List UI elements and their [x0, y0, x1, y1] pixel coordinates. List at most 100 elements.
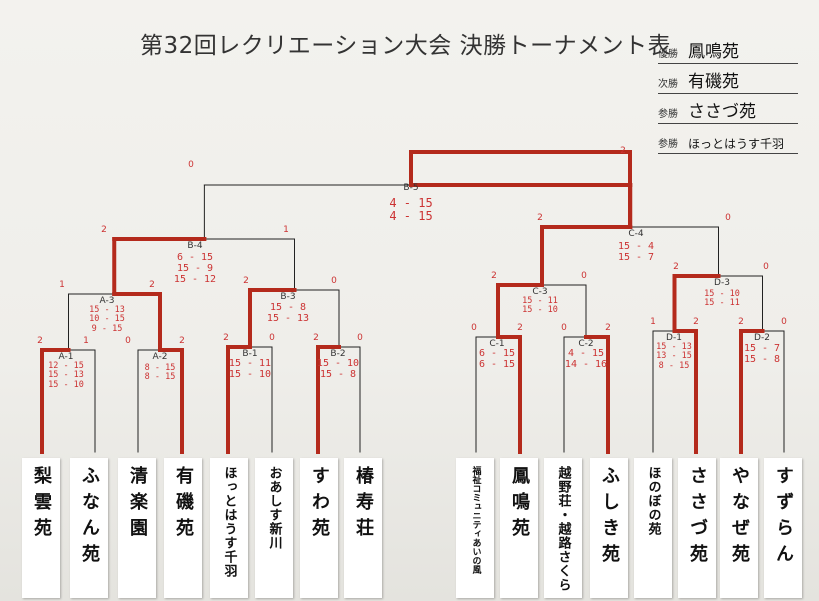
team-card: やなぜ苑: [720, 458, 758, 598]
set-wins-right-C-3: 0: [581, 271, 587, 281]
team-card: ほのぼの苑: [634, 458, 672, 598]
team-name: 鳳鳴苑: [509, 466, 530, 544]
set-wins-left-B-1: 2: [223, 333, 229, 343]
team-card: 清楽園: [118, 458, 156, 598]
set-wins-right-D-3: 0: [763, 262, 769, 272]
result-row-runner-up: 次勝 有磯苑: [658, 66, 798, 94]
match-label-B-1: B-1: [242, 349, 258, 359]
result-row-third-2: 参勝 ほっとはうす千羽: [658, 126, 798, 154]
score-line: 15 - 11: [228, 358, 272, 369]
score-line: 15 - 13: [89, 305, 125, 315]
score-line: 15 - 10: [704, 289, 740, 299]
result-row-champion: 優勝 鳳鳴苑: [658, 36, 798, 64]
set-wins-left-A-3: 1: [59, 280, 65, 290]
team-name: 福祉コミュニティあいの風: [470, 466, 481, 574]
match-label-C-4: C-4: [628, 229, 644, 239]
page-title: 第32回レクリエーション大会 決勝トーナメント表: [140, 33, 672, 59]
match-label-A-3: A-3: [99, 296, 115, 306]
set-wins-left-D-1: 1: [650, 317, 656, 327]
team-name: 有磯苑: [173, 466, 194, 544]
team-card: ふしき苑: [590, 458, 628, 598]
score-line: 4 - 15: [389, 209, 433, 224]
team-name: 椿寿荘: [353, 466, 374, 544]
score-line: 15 - 10: [48, 379, 84, 390]
result-name: ほっとはうす千羽: [688, 137, 785, 151]
score-line: 15 - 13: [266, 313, 310, 324]
set-wins-right-C-1: 2: [517, 323, 523, 333]
set-wins-left-C-3: 2: [491, 271, 497, 281]
team-name: すわ苑: [309, 466, 330, 544]
set-wins-left-A-2: 0: [125, 336, 131, 346]
set-wins-right-B-1: 0: [269, 333, 275, 343]
set-wins-right-C-4: 0: [725, 213, 731, 223]
set-wins-left-C-1: 0: [471, 323, 477, 333]
score-line: 15 - 11: [704, 298, 740, 309]
score-line: 6 - 15: [478, 348, 516, 359]
team-card: ほっとはうす千羽: [210, 458, 248, 598]
score-line: 15 - 8: [743, 354, 781, 365]
score-line: 15 - 11: [522, 296, 558, 306]
set-wins-left-B-4: 2: [101, 225, 107, 235]
team-card: すわ苑: [300, 458, 338, 598]
score-line: 15 - 7: [617, 252, 655, 263]
team-name: おあしす新川: [266, 466, 282, 550]
set-wins-right-D-1: 2: [693, 317, 699, 327]
result-name: 有磯苑: [688, 72, 739, 92]
team-name: 清楽園: [127, 466, 148, 544]
match-label-C-3: C-3: [532, 287, 548, 297]
set-wins-right-B-4: 1: [283, 225, 289, 235]
score-line: 15 - 7: [743, 343, 781, 354]
team-name: 越野荘・越路さくら: [555, 466, 571, 592]
score-line: 15 - 4: [617, 241, 655, 252]
team-card: 鳳鳴苑: [500, 458, 538, 598]
set-wins-left-B-3: 2: [243, 276, 249, 286]
score-line: 15 - 8: [319, 369, 357, 380]
set-wins-left-D-2: 2: [738, 317, 744, 327]
result-label: 優勝: [658, 49, 678, 60]
score-line: 8 - 15: [144, 372, 176, 383]
score-line: 4 - 15: [567, 348, 605, 359]
score-line: 15 - 8: [269, 302, 307, 313]
set-wins-right-B-3: 0: [331, 276, 337, 286]
match-label-B-3: B-3: [280, 292, 296, 302]
match-label-A-1: A-1: [58, 352, 74, 362]
score-line: 6 - 15: [478, 359, 516, 370]
team-name: 梨雲苑: [31, 466, 52, 544]
team-name: ほっとはうす千羽: [221, 466, 237, 578]
score-line: 13 - 15: [656, 351, 692, 362]
set-wins-right-D-2: 0: [781, 317, 787, 327]
set-wins-left-C-4: 2: [537, 213, 543, 223]
set-wins-left-D-3: 2: [673, 262, 679, 272]
result-label: 次勝: [658, 79, 678, 90]
result-name: 鳳鳴苑: [688, 42, 739, 62]
team-card: 梨雲苑: [22, 458, 60, 598]
score-line: 8 - 15: [144, 363, 176, 373]
score-line: 15 - 10: [316, 358, 360, 369]
set-wins-left-B-2: 2: [313, 333, 319, 343]
match-label-D-2: D-2: [754, 333, 770, 343]
set-wins-right-B-5: 2: [620, 146, 626, 156]
score-line: 15 - 10: [522, 305, 558, 316]
set-wins-left-C-2: 0: [561, 323, 567, 333]
score-line: 12 - 15: [48, 361, 84, 371]
result-label: 参勝: [658, 109, 678, 120]
match-label-B-5: B-5: [403, 183, 419, 193]
set-wins-right-A-2: 2: [179, 336, 185, 346]
team-name: すずらん: [773, 466, 794, 570]
team-name: やなぜ苑: [729, 466, 750, 570]
score-line: 4 - 15: [389, 196, 433, 210]
set-wins-right-B-2: 0: [357, 333, 363, 343]
set-wins-left-B-5: 0: [188, 160, 194, 170]
result-name: ささづ苑: [688, 102, 756, 122]
score-line: 15 - 10: [228, 369, 272, 380]
match-label-D-3: D-3: [714, 278, 730, 288]
